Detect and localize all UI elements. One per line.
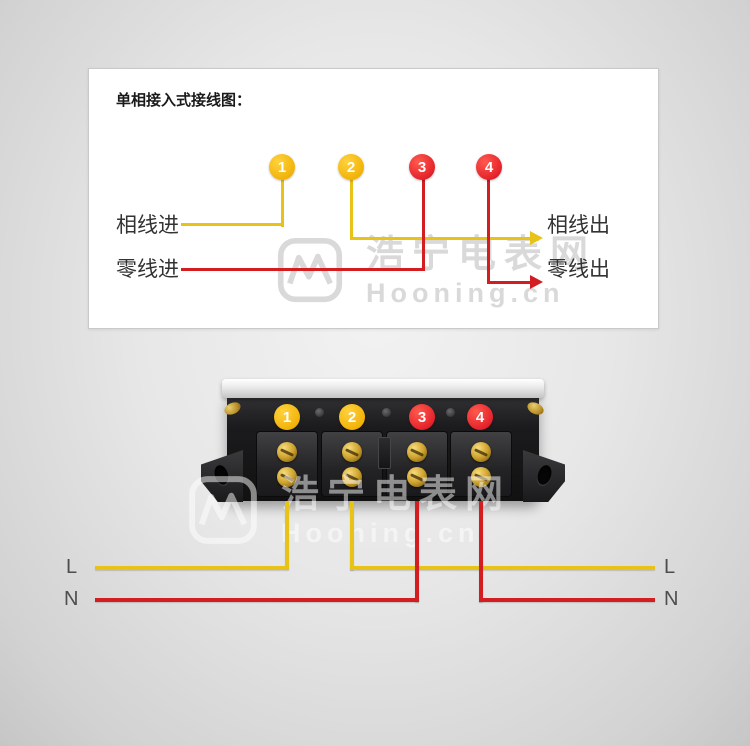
load-neutral-out-wire-horizontal <box>479 598 655 602</box>
label-phase-out: 相线出 <box>547 214 610 237</box>
seal-screw-icon <box>446 408 455 417</box>
meter-terminal-badge-1: 1 <box>274 404 300 430</box>
neutral-out-wire-horizontal <box>487 281 530 284</box>
load-neutral-out-wire-vertical <box>479 501 483 602</box>
terminal-screw <box>471 442 491 462</box>
diagram-terminal-badge-3: 3 <box>409 154 435 180</box>
badge-number: 4 <box>475 408 485 426</box>
meter-terminal-badge-3: 3 <box>409 404 435 430</box>
badge-number: 1 <box>277 158 287 176</box>
terminal-screw <box>471 467 491 487</box>
terminal-screw <box>342 442 362 462</box>
load-phase-out-wire-vertical <box>350 501 354 570</box>
hooning-logo-icon <box>274 234 346 311</box>
phase-out-arrow-icon <box>530 231 543 245</box>
neutral-out-wire-vertical <box>487 179 490 284</box>
supply-phase-in-wire-vertical <box>285 501 289 569</box>
seal-screw-icon <box>382 408 391 417</box>
diagram-terminal-badge-4: 4 <box>476 154 502 180</box>
watermark-en-text: Hooning.cn <box>281 518 480 549</box>
terminal-module-2 <box>321 431 383 497</box>
terminal-screw <box>407 442 427 462</box>
terminal-screw <box>277 442 297 462</box>
meter-terminal-badge-4: 4 <box>467 404 493 430</box>
badge-number: 3 <box>417 158 427 176</box>
supply-phase-in-wire-horizontal <box>95 566 289 570</box>
neutral-in-wire-vertical <box>422 179 425 271</box>
wiring-diagram-panel: 单相接入式接线图： 浩宁电表网 Hooning.cn 1 2 <box>88 68 659 329</box>
phase-out-wire-horizontal <box>350 237 530 240</box>
neutral-out-arrow-icon <box>530 275 543 289</box>
terminal-module-3 <box>386 431 448 497</box>
badge-number: 1 <box>282 408 292 426</box>
diagram-terminal-badge-1: 1 <box>269 154 295 180</box>
diagram-terminal-badge-2: 2 <box>338 154 364 180</box>
neutral-in-wire-horizontal <box>181 268 424 271</box>
meter-case-edge <box>222 379 544 398</box>
terminal-screw <box>407 467 427 487</box>
label-neutral-in: 零线进 <box>116 258 179 281</box>
terminal-screw <box>342 467 362 487</box>
panel-title: 单相接入式接线图： <box>116 92 252 109</box>
seal-screw-icon <box>315 408 324 417</box>
meter-terminal-badge-2: 2 <box>339 404 365 430</box>
load-phase-out-wire-horizontal <box>350 566 655 570</box>
supply-neutral-in-wire-horizontal <box>95 598 419 602</box>
label-left-n: N <box>64 588 79 610</box>
terminal-screw <box>277 467 297 487</box>
badge-number: 2 <box>346 158 356 176</box>
badge-number: 2 <box>347 408 357 426</box>
label-left-l: L <box>66 556 78 578</box>
voltage-link <box>378 437 391 469</box>
badge-number: 3 <box>417 408 427 426</box>
label-right-n: N <box>664 588 679 610</box>
label-right-l: L <box>664 556 676 578</box>
label-phase-in: 相线进 <box>116 214 179 237</box>
terminal-module-1 <box>256 431 318 497</box>
label-neutral-out: 零线出 <box>547 258 610 281</box>
phase-in-wire-vertical <box>281 179 284 227</box>
badge-number: 4 <box>484 158 494 176</box>
phase-in-wire-horizontal <box>181 223 283 226</box>
supply-neutral-in-wire-vertical <box>415 501 419 602</box>
phase-out-wire-vertical <box>350 179 353 240</box>
terminal-module-4 <box>450 431 512 497</box>
